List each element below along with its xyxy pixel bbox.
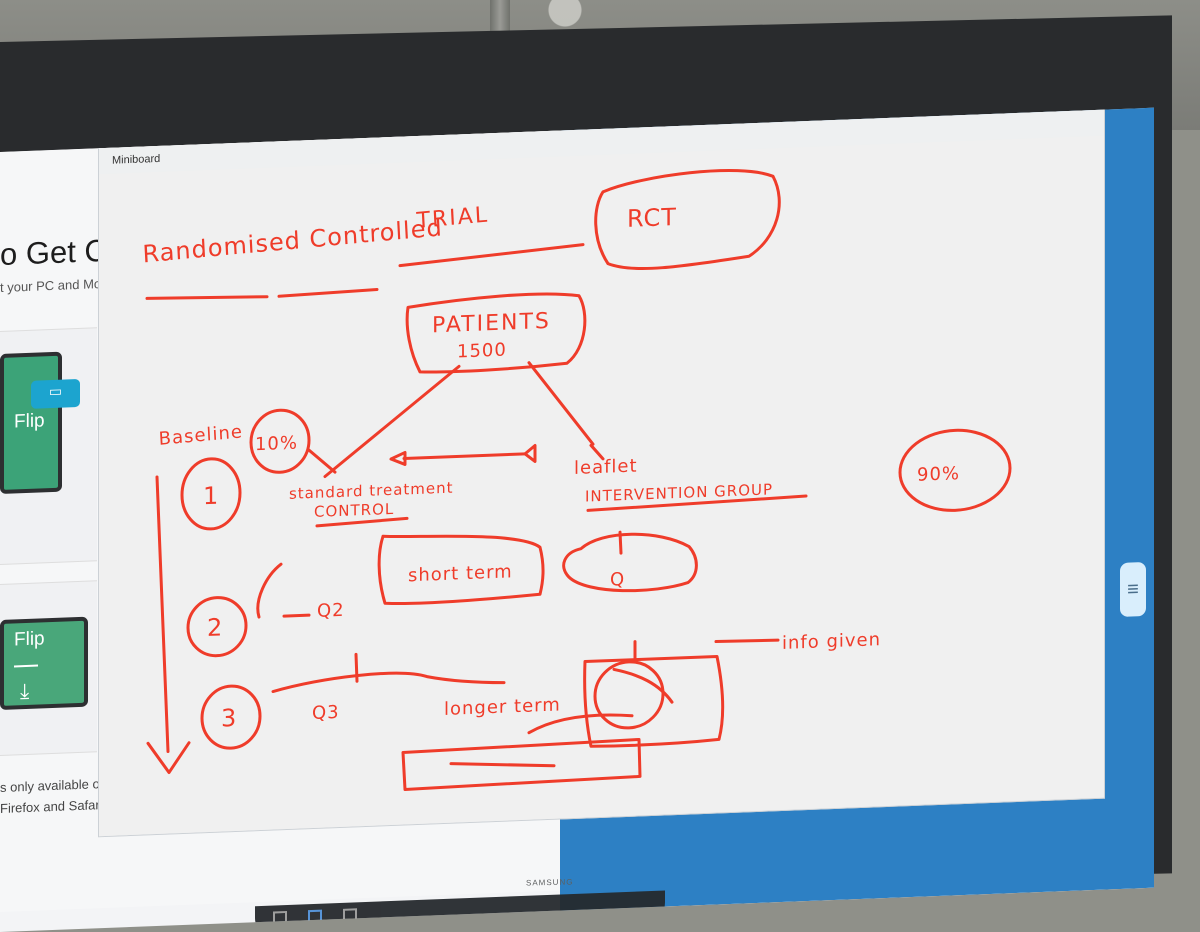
whiteboard-ink: Randomised Controlled TRIAL RCT PATIENTS… bbox=[142, 169, 1012, 791]
right-arrowhead bbox=[589, 443, 605, 461]
control-percent-circle bbox=[249, 408, 311, 474]
display-screen: o Get Co t your PC and Mobil Flip ▭ Flip… bbox=[0, 107, 1154, 932]
left-arrowhead bbox=[307, 448, 337, 474]
person-icon bbox=[834, 919, 848, 932]
control-percent: 10% bbox=[255, 433, 298, 456]
step-1-label: 1 bbox=[203, 482, 219, 511]
step-3-label: 3 bbox=[221, 704, 237, 733]
step-2-label: 2 bbox=[207, 613, 223, 642]
intervention-percent-circle bbox=[898, 428, 1012, 512]
branch-right bbox=[527, 361, 595, 446]
q2-left-arrow bbox=[282, 613, 311, 618]
allocation-arrow-right bbox=[523, 443, 537, 463]
baseline-label: Baseline bbox=[158, 421, 243, 450]
step-3-circle bbox=[200, 684, 262, 750]
title-right: RCT bbox=[627, 203, 677, 233]
branch-left bbox=[323, 364, 461, 479]
control-group-line-2: CONTROL bbox=[314, 500, 394, 521]
whiteboard-canvas[interactable]: Randomised Controlled TRIAL RCT PATIENTS… bbox=[99, 135, 1104, 837]
q3-arrow bbox=[354, 652, 359, 683]
miniboard-window[interactable]: ◉ ☰ ✕ Miniboard Randomised Controlled TR… bbox=[98, 107, 1105, 838]
person-icon bbox=[702, 924, 716, 932]
q3-connector bbox=[271, 671, 506, 694]
task-icon-1[interactable] bbox=[273, 910, 287, 926]
patients-label: PATIENTS bbox=[432, 309, 551, 339]
task-icon-3[interactable] bbox=[343, 908, 357, 923]
step-2-circle bbox=[186, 596, 248, 658]
participant-button-1[interactable] bbox=[645, 914, 774, 932]
task-icon-2[interactable] bbox=[308, 909, 322, 925]
rct-box bbox=[594, 169, 781, 271]
flip-device-card[interactable]: Flip bbox=[0, 351, 62, 494]
info-given-label: info given bbox=[782, 629, 881, 654]
patients-box bbox=[405, 292, 587, 374]
bottom-box bbox=[401, 737, 642, 791]
flip-label: Flip bbox=[14, 410, 45, 433]
q3-right-circle bbox=[593, 660, 665, 730]
patients-count: 1500 bbox=[457, 340, 507, 363]
title-left: Randomised Controlled bbox=[142, 213, 444, 268]
allocation-arrow-left bbox=[389, 450, 407, 466]
timeline-arrowhead bbox=[146, 741, 191, 775]
left-note-line-1: s only available on bbox=[0, 775, 107, 795]
allocation-line bbox=[402, 452, 527, 460]
bottom-box-line bbox=[449, 762, 556, 768]
intervention-percent: 90% bbox=[917, 463, 960, 486]
q3-left-label: Q3 bbox=[312, 702, 340, 724]
participant-button-2[interactable] bbox=[777, 909, 906, 932]
q2-right-arrow bbox=[618, 530, 623, 555]
control-underline bbox=[315, 516, 409, 528]
display-frame: o Get Co t your PC and Mobil Flip ▭ Flip… bbox=[0, 15, 1172, 932]
info-line bbox=[714, 638, 780, 644]
q2-left-arc bbox=[256, 562, 283, 619]
underline-left-1 bbox=[145, 295, 269, 300]
timeline-arrow bbox=[155, 475, 170, 754]
short-term-label: short term bbox=[408, 561, 513, 586]
download-icon: ⤓ bbox=[20, 679, 30, 704]
q2-right-label: Q bbox=[610, 569, 625, 591]
brand-label: SAMSUNG bbox=[526, 877, 574, 888]
intervention-followup-box bbox=[583, 654, 725, 748]
intervention-underline bbox=[586, 494, 808, 512]
left-note-line-2: Firefox and Safari. bbox=[0, 796, 107, 816]
intervention-group-line-1: leaflet bbox=[574, 456, 638, 479]
bottom-connector bbox=[527, 713, 634, 735]
side-handle[interactable]: ≡ bbox=[1120, 561, 1146, 617]
chat-bubble-icon: ▭ bbox=[31, 378, 80, 409]
underline-left-2 bbox=[277, 288, 379, 298]
window-title: Miniboard bbox=[112, 152, 161, 167]
intervention-group-line-2: INTERVENTION GROUP bbox=[585, 480, 773, 505]
q3-right-scribble bbox=[612, 667, 674, 704]
title-middle: TRIAL bbox=[415, 202, 490, 234]
flip-download-card[interactable]: Flip ⤓ bbox=[0, 616, 88, 710]
flip-line bbox=[14, 664, 38, 668]
flip-label-secondary: Flip bbox=[14, 628, 45, 651]
longer-term-label: longer term bbox=[444, 694, 561, 719]
q2-right-loop bbox=[562, 532, 698, 593]
q2-left-label: Q2 bbox=[317, 600, 345, 622]
title-connector bbox=[398, 243, 585, 268]
short-term-box bbox=[377, 534, 545, 606]
step-1-circle bbox=[180, 457, 242, 531]
control-group-line-1: standard treatment bbox=[289, 479, 454, 503]
